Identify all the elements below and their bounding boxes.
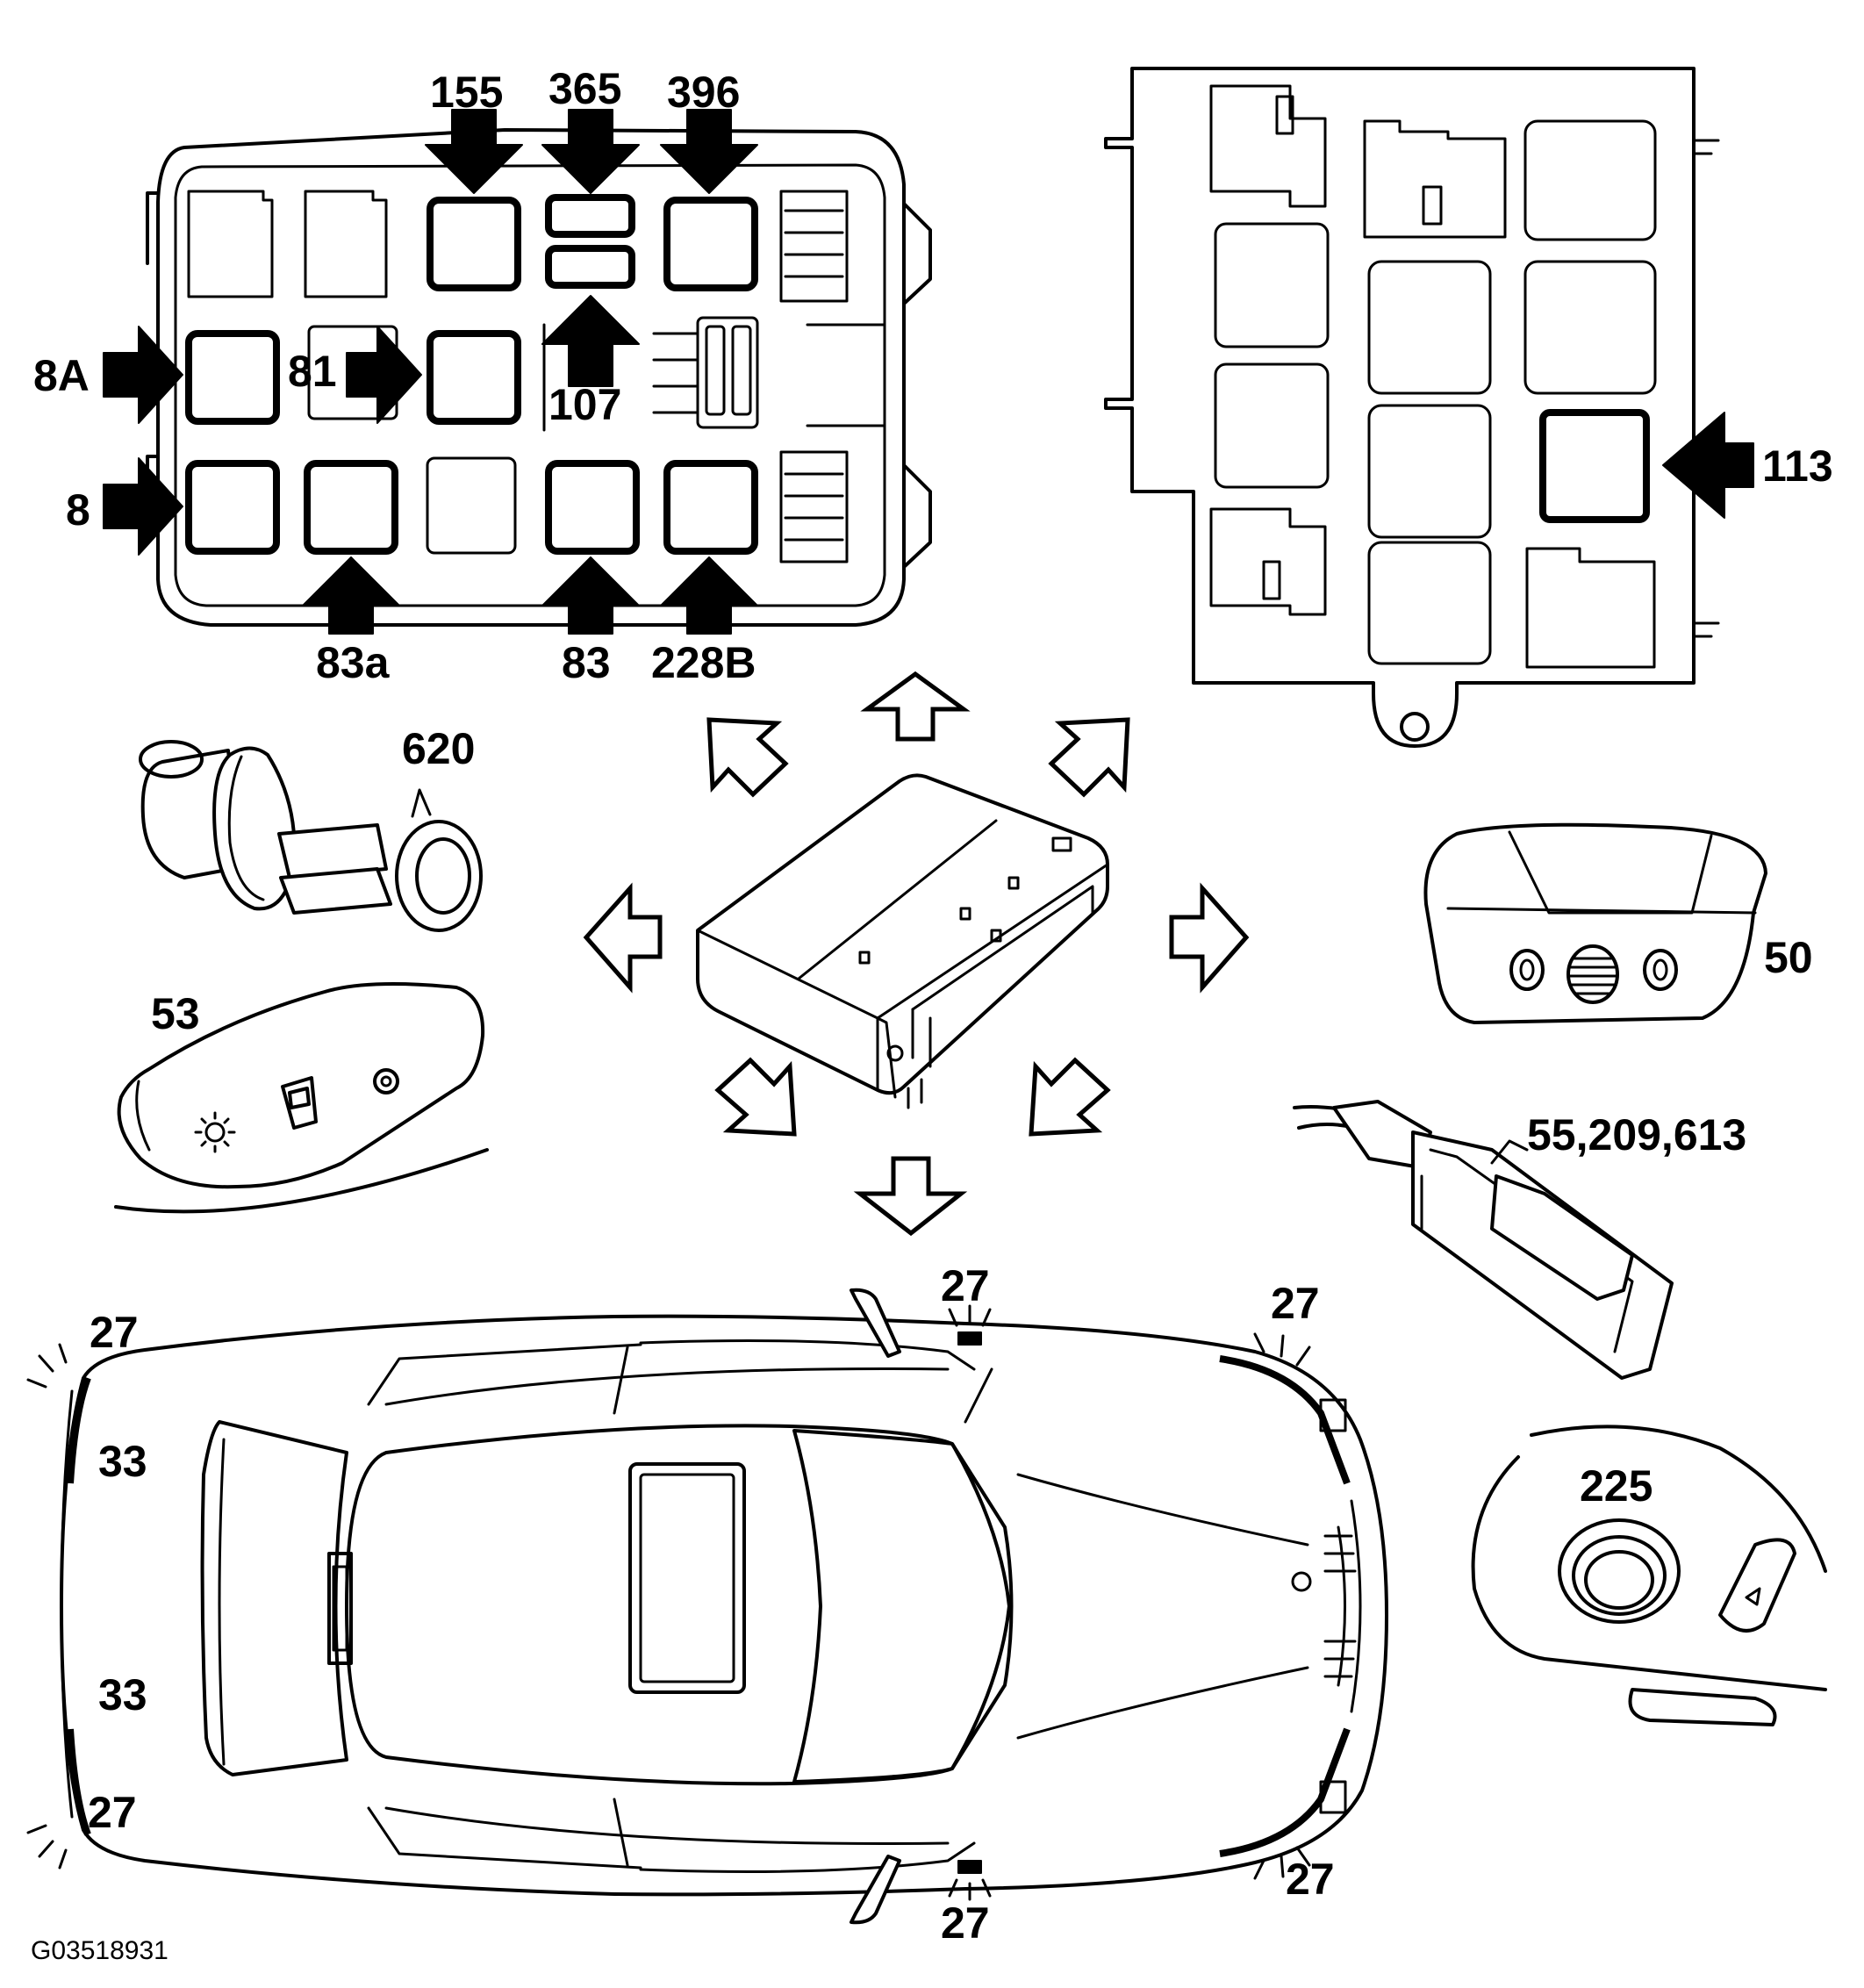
arrow-8A	[103, 326, 183, 424]
relay-155	[427, 197, 521, 291]
label-8: 8	[66, 485, 90, 535]
label-81: 81	[288, 347, 337, 396]
side-marker-bottom	[957, 1860, 982, 1874]
arrow-107	[541, 295, 640, 387]
label-55-209-613: 55,209,613	[1527, 1110, 1746, 1159]
figure-code: G03518931	[31, 1936, 168, 1965]
arrow-outline-right	[1169, 882, 1250, 994]
arrow-outline-up	[860, 671, 971, 742]
component-620-bulb-holder: 620	[139, 724, 483, 932]
relay-8	[185, 460, 280, 555]
label-33-bottom: 33	[98, 1670, 147, 1719]
relay-396	[663, 197, 758, 291]
arrow-113	[1662, 412, 1754, 519]
lamp-grille	[1566, 944, 1619, 1004]
arrow-8	[103, 457, 183, 556]
arrow-81	[346, 326, 422, 424]
label-83a: 83a	[316, 638, 391, 687]
arrow-outline-down	[853, 1156, 968, 1237]
arrow-outline-left	[583, 882, 663, 994]
arrow-outline-down-left	[714, 1057, 797, 1137]
sunroof	[628, 1462, 746, 1694]
arrow-83	[541, 556, 640, 635]
side-marker-top	[957, 1331, 982, 1346]
arrow-228B	[660, 556, 758, 635]
component-225-reading-lamp: 225	[1471, 1425, 1827, 1726]
lamp-symbol-icon	[1745, 1587, 1761, 1606]
arrow-outline-down-right	[1029, 1057, 1111, 1137]
light-rays	[26, 1304, 1311, 1901]
label-113: 113	[1762, 441, 1833, 491]
label-620: 620	[402, 724, 475, 773]
label-365: 365	[548, 64, 621, 113]
label-27-front-top: 27	[1271, 1279, 1320, 1328]
arrow-155	[425, 109, 523, 194]
relay-81	[427, 330, 521, 425]
label-50: 50	[1764, 933, 1813, 982]
label-228B: 228B	[651, 638, 756, 687]
label-27-side-top: 27	[941, 1261, 990, 1310]
arrow-365	[541, 109, 640, 194]
relay-83	[545, 460, 640, 555]
vehicle-top-view: 27 33 33 27 27 27 27 27	[26, 1261, 1388, 1948]
relay-365-upper	[545, 194, 635, 238]
relay-83a	[304, 460, 398, 555]
label-107: 107	[548, 380, 621, 429]
arrow-396	[660, 109, 758, 194]
relay-box-left: 155 365 396 8A 81 107 8 83a 83 228B	[33, 64, 932, 687]
arrow-outline-up-left	[706, 717, 789, 798]
label-8A: 8A	[33, 351, 90, 400]
label-27-front-bottom: 27	[1286, 1855, 1335, 1904]
arrow-83a	[302, 556, 400, 635]
component-53-light-switch: 53	[114, 982, 489, 1214]
central-control-module	[696, 773, 1109, 1109]
fuse-strip-top	[779, 190, 849, 303]
relay-panel-right: 113	[1104, 67, 1833, 748]
relay-113	[1539, 409, 1650, 523]
label-33-top: 33	[98, 1437, 147, 1486]
label-27-rear-bottom: 27	[88, 1788, 137, 1837]
lamp-lens-left	[1509, 949, 1545, 991]
component-55-209-613-courtesy-lamp: 55,209,613	[1293, 1100, 1746, 1380]
fuse-strip-bottom	[779, 450, 849, 563]
button-circle-icon	[373, 1068, 399, 1094]
direction-arrows	[583, 671, 1250, 1237]
label-27-rear-top: 27	[90, 1308, 139, 1357]
door-icon	[281, 1076, 318, 1130]
light-sun-icon	[194, 1111, 236, 1153]
label-225: 225	[1580, 1461, 1653, 1511]
label-83: 83	[562, 638, 611, 687]
label-155: 155	[430, 68, 503, 117]
label-53: 53	[151, 989, 200, 1038]
relay-8A	[185, 330, 280, 425]
relay-228B	[663, 460, 758, 555]
label-396: 396	[667, 68, 740, 117]
label-27-side-bottom: 27	[941, 1898, 990, 1948]
component-50-dome-light: 50	[1423, 822, 1813, 1024]
arrow-outline-up-right	[1048, 717, 1130, 798]
relay-365-lower	[545, 245, 635, 289]
lamp-lens-right	[1643, 949, 1678, 991]
